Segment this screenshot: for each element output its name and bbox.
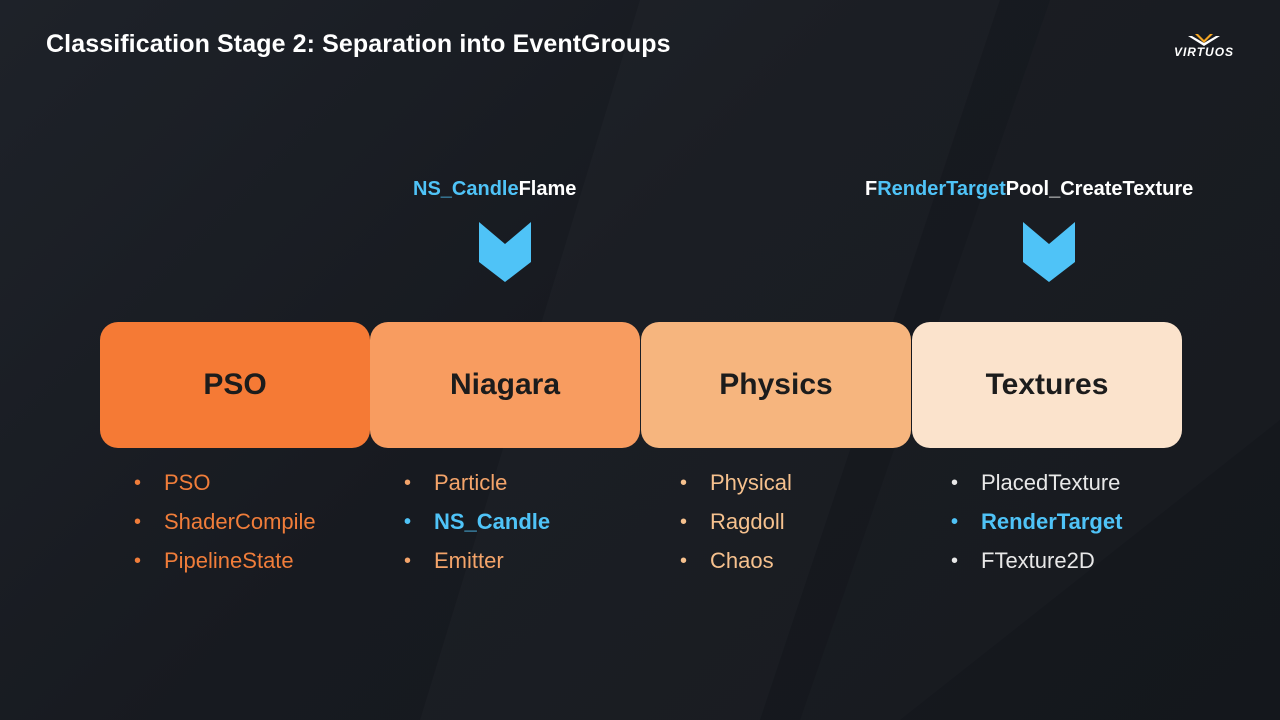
group-items-textures: •PlacedTexture •RenderTarget •FTexture2D [951,466,1122,583]
list-item: •PSO [134,466,316,505]
company-logo: VIRTUOS [1158,32,1250,62]
group-title: Niagara [449,368,561,401]
group-items-pso: •PSO •ShaderCompile •PipelineState [134,466,316,583]
bullet-icon: • [680,550,688,572]
bullet-icon: • [951,472,959,494]
bullet-icon: • [134,550,142,572]
bullet-icon: • [951,511,959,533]
group-items-niagara: •Particle •NS_Candle •Emitter [404,466,550,583]
list-item: •Particle [404,466,550,505]
bullet-icon: • [680,511,688,533]
event-label-niagara: NS_CandleFlame [413,178,576,201]
list-item: •Emitter [404,544,550,583]
group-box-textures: Textures [912,322,1182,448]
list-item: •FTexture2D [951,544,1122,583]
logo-mark-icon [1188,34,1220,46]
list-item: •PipelineState [134,544,316,583]
slide-title: Classification Stage 2: Separation into … [46,30,671,58]
chevron-down-arrow-icon [479,222,531,282]
bullet-icon: • [951,550,959,572]
group-title: Physics [719,368,833,401]
list-item: •ShaderCompile [134,505,316,544]
list-item: •PlacedTexture [951,466,1122,505]
event-rest: Flame [518,178,577,200]
group-box-physics: Physics [641,322,911,448]
list-item: •Physical [680,466,792,505]
list-item-highlighted: •RenderTarget [951,505,1122,544]
group-box-niagara: Niagara [370,322,640,448]
list-item: •Ragdoll [680,505,792,544]
chevron-down-arrow-icon [1023,222,1075,282]
event-rest: Pool_CreateTexture [1005,178,1194,200]
event-prefix: F [865,178,878,200]
list-item: •Chaos [680,544,792,583]
group-box-pso: PSO [100,322,370,448]
list-item-highlighted: •NS_Candle [404,505,550,544]
bullet-icon: • [404,511,412,533]
group-title: Textures [985,368,1109,401]
group-title: PSO [203,368,267,401]
logo-text: VIRTUOS [1173,45,1235,59]
bullet-icon: • [134,472,142,494]
bullet-icon: • [134,511,142,533]
event-highlight: RenderTarget [877,178,1006,200]
bullet-icon: • [404,550,412,572]
event-label-textures: FRenderTargetPool_CreateTexture [865,178,1193,201]
group-items-physics: •Physical •Ragdoll •Chaos [680,466,792,583]
bullet-icon: • [404,472,412,494]
bullet-icon: • [680,472,688,494]
event-highlight: NS_Candle [413,178,519,200]
